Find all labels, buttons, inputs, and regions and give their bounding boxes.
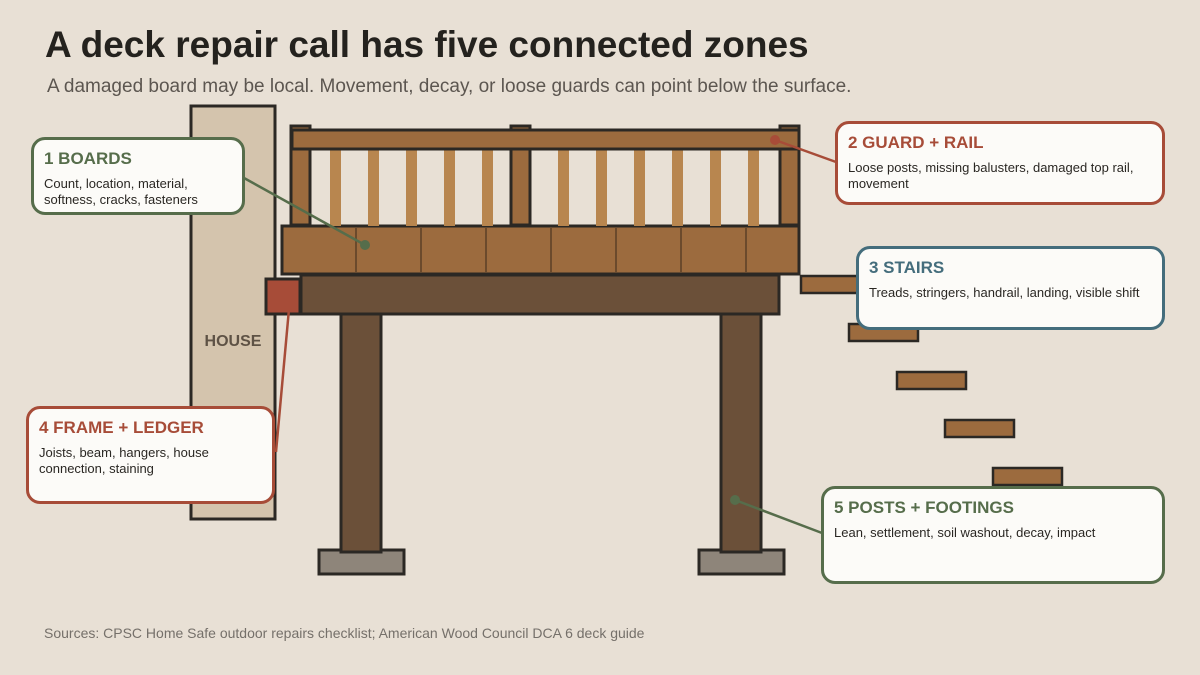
- callout-posts-footings-heading: 5 POSTS + FOOTINGS: [834, 498, 1014, 517]
- callout-frame-ledger-body: Joists, beam, hangers, house connection,…: [39, 445, 209, 476]
- page-title: A deck repair call has five connected zo…: [45, 24, 809, 65]
- leader-boards: [243, 176, 370, 250]
- leader-frame-ledger: [274, 297, 292, 453]
- page-subtitle: A damaged board may be local. Movement, …: [47, 76, 852, 97]
- callout-stairs-heading: 3 STAIRS: [869, 258, 945, 277]
- deck-boards: [280, 224, 801, 276]
- callout-guard-rail: 2 GUARD + RAIL Loose posts, missing balu…: [835, 121, 1165, 205]
- callout-posts-footings-body: Lean, settlement, soil washout, decay, i…: [834, 525, 1096, 540]
- board-seams: [355, 228, 747, 272]
- callout-stairs: 3 STAIRS Treads, stringers, handrail, la…: [856, 246, 1165, 330]
- callout-guard-rail-body: Loose posts, missing balusters, damaged …: [848, 160, 1134, 191]
- top-rail: [290, 128, 801, 151]
- footing-left: [317, 548, 406, 576]
- callout-guard-rail-heading: 2 GUARD + RAIL: [848, 133, 984, 152]
- callout-boards-body: Count, location, material, softness, cra…: [44, 176, 198, 207]
- stair-treads: [799, 274, 1064, 487]
- callout-boards-heading: 1 BOARDS: [44, 149, 132, 168]
- callout-frame-ledger-heading: 4 FRAME + LEDGER: [39, 418, 204, 437]
- beam: [299, 273, 781, 316]
- callout-posts-footings: 5 POSTS + FOOTINGS Lean, settlement, soi…: [821, 486, 1165, 584]
- post-right: [719, 312, 763, 554]
- sources-note: Sources: CPSC Home Safe outdoor repairs …: [44, 625, 645, 641]
- callout-stairs-body: Treads, stringers, handrail, landing, vi…: [869, 285, 1140, 300]
- rail-post-right: [778, 124, 801, 227]
- rail-post-middle: [509, 124, 532, 227]
- leader-posts-footings: [730, 495, 823, 535]
- callout-frame-ledger: 4 FRAME + LEDGER Joists, beam, hangers, …: [26, 406, 275, 504]
- footing-right: [697, 548, 786, 576]
- rail-post-left: [289, 124, 312, 227]
- ledger-block: [264, 277, 302, 316]
- balusters: [330, 150, 759, 226]
- post-left: [339, 312, 383, 554]
- leader-guard-rail: [770, 135, 837, 164]
- house-label: HOUSE: [205, 333, 262, 350]
- callout-boards: 1 BOARDS Count, location, material, soft…: [31, 137, 245, 215]
